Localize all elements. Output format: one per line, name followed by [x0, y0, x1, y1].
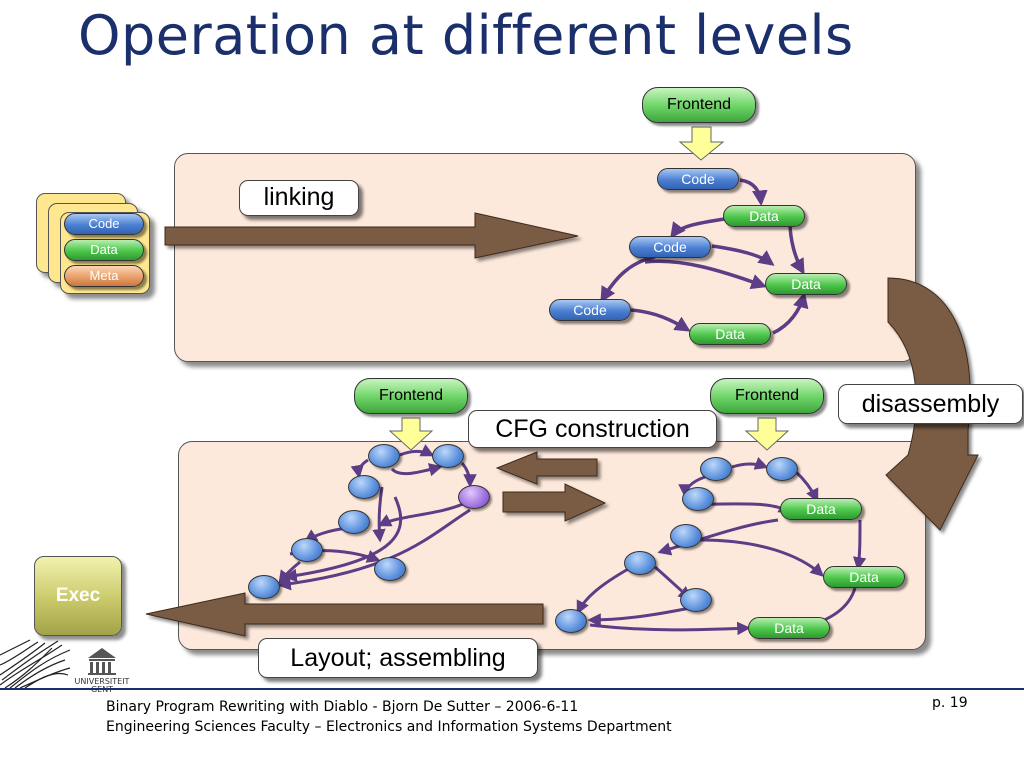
- frontend-down-arrow-right: [744, 417, 790, 451]
- cfg-node: [555, 609, 587, 633]
- footer-divider: [0, 688, 1024, 690]
- object-file-code-block: Code: [64, 213, 144, 235]
- cfg-construction-label: CFG construction: [468, 410, 717, 448]
- linking-arrow: [164, 212, 579, 259]
- cfg-data-block-2: Data: [823, 566, 905, 588]
- layout-arrow: [145, 592, 544, 637]
- right-cfg-edges: [576, 456, 867, 636]
- cfg-node: [680, 588, 712, 612]
- cfg-right-arrow: [502, 483, 607, 522]
- cfg-node: [291, 538, 323, 562]
- cfg-node: [700, 457, 732, 481]
- frontend-box-left: Frontend: [354, 378, 468, 414]
- cfg-data-block-1: Data: [780, 498, 862, 520]
- footer-line-1: Binary Program Rewriting with Diablo - B…: [106, 699, 579, 715]
- cfg-node: [766, 457, 798, 481]
- cfg-node: [624, 551, 656, 575]
- linked-code-block-1: Code: [657, 168, 739, 190]
- linked-data-block-1: Data: [723, 205, 805, 227]
- linked-code-block-3: Code: [549, 299, 631, 321]
- cfg-node: [374, 557, 406, 581]
- cfg-data-block-3: Data: [748, 617, 830, 639]
- logo-line1: UNIVERSITEIT: [74, 677, 130, 686]
- frontend-down-arrow-left: [388, 417, 434, 451]
- object-file-meta-block: Meta: [64, 265, 144, 287]
- cfg-node: [338, 510, 370, 534]
- frontend-box-right: Frontend: [710, 378, 824, 414]
- cfg-left-arrow: [495, 451, 598, 485]
- cfg-node: [432, 444, 464, 468]
- cfg-node: [248, 575, 280, 599]
- object-file-data-block: Data: [64, 239, 144, 261]
- frontend-down-arrow-top: [678, 126, 725, 161]
- university-logo-text: UNIVERSITEIT GENT: [72, 668, 132, 694]
- executable-box: Exec: [34, 556, 122, 636]
- footer-line-2: Engineering Sciences Faculty – Electroni…: [106, 719, 672, 735]
- linked-data-block-3: Data: [689, 323, 771, 345]
- slide-title: Operation at different levels: [78, 4, 854, 67]
- linking-label: linking: [239, 180, 359, 216]
- cfg-node: [682, 487, 714, 511]
- cfg-node: [368, 444, 400, 468]
- cfg-node-selected: [458, 485, 490, 509]
- linked-data-block-2: Data: [765, 273, 847, 295]
- disassembly-label: disassembly: [838, 384, 1023, 424]
- top-panel-edges: [600, 178, 809, 335]
- frontend-box-top: Frontend: [642, 87, 756, 123]
- cfg-node: [348, 475, 380, 499]
- cfg-node: [670, 524, 702, 548]
- layout-assembling-label: Layout; assembling: [258, 638, 538, 678]
- page-number: p. 19: [932, 695, 968, 711]
- linked-code-block-2: Code: [629, 236, 711, 258]
